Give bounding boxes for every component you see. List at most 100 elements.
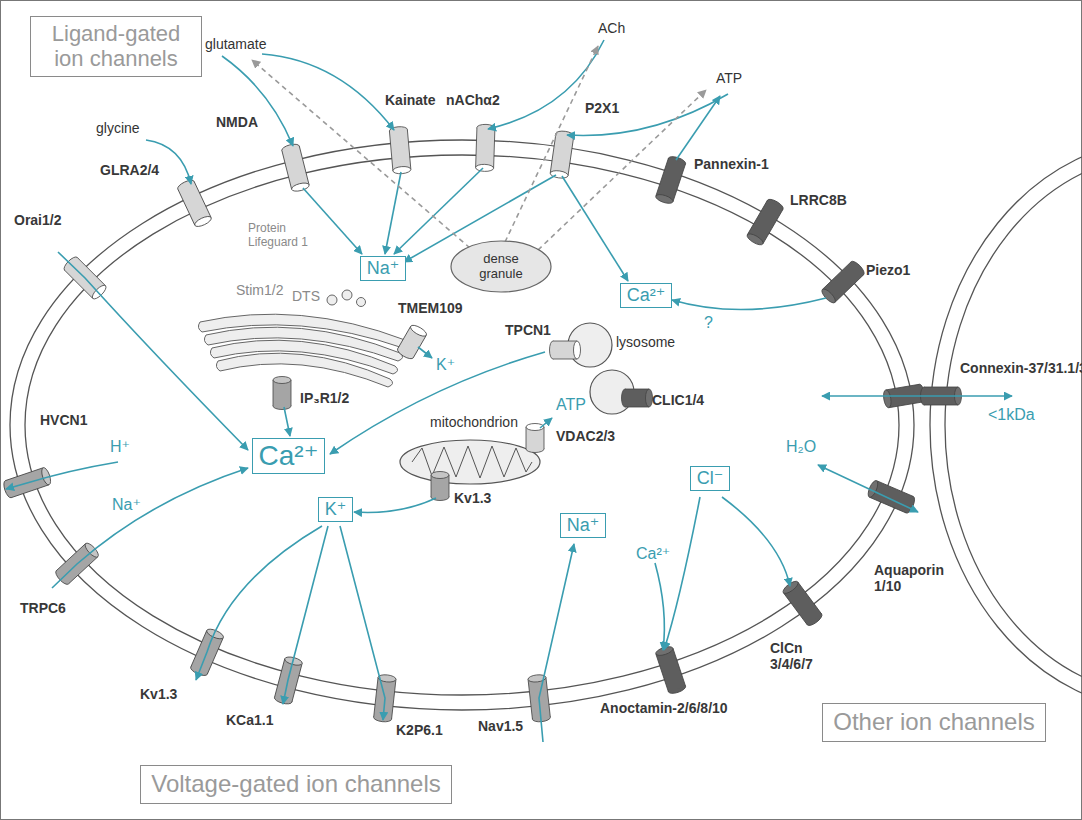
channel-body: [476, 128, 495, 169]
flux-arrow: [354, 498, 436, 512]
ion-channel: [396, 323, 428, 361]
channel-label: nAChα2: [446, 92, 500, 108]
ion-box: Na⁺: [360, 256, 406, 281]
dense-granule: dense granule: [450, 240, 552, 293]
ion-box: K⁺: [318, 497, 353, 522]
ion-symbol: Na⁺: [367, 259, 400, 279]
channel-side: [194, 181, 211, 217]
channel-top: [409, 323, 428, 338]
lysosome-outline: [568, 323, 612, 367]
channel-side: [568, 136, 574, 176]
channel-side: [476, 128, 477, 168]
ion-channel: [781, 579, 823, 627]
flux-arrow: [822, 395, 1012, 397]
ion-box: Cl⁻: [690, 466, 730, 491]
channel-side: [798, 582, 822, 614]
channel-side: [747, 200, 767, 235]
channel-side: [528, 679, 532, 719]
ion-channel: [431, 472, 449, 501]
ion-symbol: Ca²⁺: [627, 286, 666, 306]
channel-side: [546, 677, 550, 717]
channel-label: LRRC8B: [790, 192, 847, 208]
flux-arrow: [538, 90, 706, 250]
channel-side: [449, 475, 450, 497]
dts-vesicle: [357, 298, 366, 307]
channel-label: IP₃R1/2: [300, 390, 349, 406]
flux-arrow: [505, 46, 598, 242]
channel-label: KCa1.1: [226, 712, 273, 728]
channel-top: [193, 214, 212, 228]
channel-label: P2X1: [585, 100, 619, 116]
channel-side: [374, 677, 378, 717]
channel-label: Kv1.3: [140, 686, 177, 702]
channel-side: [553, 359, 577, 360]
neighbour-cell-membrane: [930, 140, 1082, 710]
flux-arrow: [562, 176, 628, 281]
cell-membrane: [25, 155, 899, 695]
channel-side: [550, 134, 556, 174]
channel-side: [282, 151, 292, 190]
ion-label: <1kDa: [988, 406, 1035, 424]
ion-channel: [550, 341, 581, 359]
channel-label: GLRA2/4: [100, 162, 159, 178]
channel-body: [389, 129, 410, 170]
ion-label: H⁺: [110, 438, 130, 456]
ion-channel: [176, 178, 212, 228]
channel-side: [822, 262, 851, 290]
channel-side: [56, 544, 85, 571]
channel-label: Kainate: [385, 92, 436, 108]
channel-label: K2P6.1: [396, 722, 443, 738]
category-box: Other ion channels: [822, 703, 1046, 742]
dts-vesicle: [342, 290, 352, 300]
organelle-label: Stim1/2: [236, 282, 283, 298]
channel-label: Anoctamin-2/6/8/10: [600, 700, 728, 716]
channel-side: [494, 128, 495, 168]
channel-side: [835, 275, 864, 303]
flux-arrow: [722, 497, 790, 586]
channel-top: [746, 232, 765, 247]
channel-side: [291, 380, 292, 406]
channel-label: CLIC1/4: [652, 392, 704, 408]
channel-label: Nav1.5: [478, 718, 523, 734]
flux-arrow: [52, 468, 248, 588]
channel-side: [398, 326, 411, 349]
ion-symbol: Cl⁻: [697, 469, 724, 489]
flux-arrow: [567, 94, 728, 135]
dts-vesicle: [327, 295, 337, 305]
ion-symbol: Na⁺: [567, 516, 600, 536]
channel-side: [178, 189, 195, 225]
molecule-label: ATP: [716, 70, 742, 86]
channel-side: [673, 648, 686, 686]
channel-side: [886, 384, 920, 390]
channel-side: [924, 405, 958, 406]
channel-label: Aquaporin 1/10: [874, 562, 954, 594]
channel-label: Piezo1: [866, 262, 910, 278]
flux-arrow: [222, 56, 293, 146]
channel-label: HVCN1: [40, 412, 87, 428]
flux-arrow: [303, 188, 362, 254]
ion-box: Na⁺: [560, 513, 606, 538]
channel-side: [68, 557, 97, 584]
flux-arrow: [539, 544, 574, 742]
channel-side: [413, 335, 426, 358]
channel-top: [574, 341, 581, 359]
channel-top: [431, 472, 449, 479]
flux-arrow: [330, 352, 545, 454]
ion-channel: [655, 645, 687, 695]
channel-side: [65, 270, 93, 298]
ion-channel: [655, 155, 687, 205]
neighbour-cell-membrane: [945, 155, 1082, 695]
channel-side: [625, 407, 649, 408]
ion-box: Ca²⁺: [252, 438, 325, 474]
flux-arrow: [540, 418, 552, 428]
ion-label: H₂O: [786, 438, 816, 456]
channel-side: [431, 475, 432, 497]
channel-top: [646, 389, 653, 407]
channel-side: [544, 427, 545, 449]
flux-arrow: [252, 60, 470, 248]
channel-side: [889, 402, 923, 408]
channel-top: [655, 193, 674, 205]
channel-side: [924, 387, 958, 388]
channel-side: [673, 164, 686, 202]
